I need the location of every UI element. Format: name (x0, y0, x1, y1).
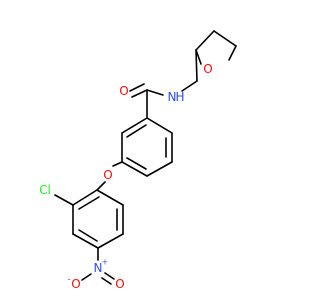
bond (126, 124, 147, 138)
bond (146, 89, 164, 96)
bond (195, 49, 198, 82)
atom-o-nitro-left-charge: - (68, 275, 71, 284)
bond (97, 233, 124, 249)
bond-lines (54, 30, 237, 285)
molecule-structure-diagram: O N H O O Cl N + O - O (39, 30, 237, 291)
atom-o-ring: O (203, 62, 212, 76)
atom-o-nitro-right: O (115, 277, 124, 291)
bond (181, 80, 198, 92)
bond (121, 117, 148, 134)
atom-n-nitro: N (94, 261, 103, 275)
bond (129, 83, 145, 92)
bond (81, 273, 92, 281)
bond (131, 89, 148, 98)
atom-o-ether: O (103, 168, 112, 182)
bond (96, 181, 106, 191)
bond (72, 189, 98, 206)
bond (195, 30, 215, 51)
bond (78, 229, 98, 242)
bond (101, 277, 112, 285)
bond (146, 117, 173, 134)
atom-labels: O N H O O Cl N + O - O (39, 62, 213, 291)
bond (72, 233, 99, 249)
atom-h-amide: H (175, 90, 184, 104)
bond (228, 45, 237, 61)
bond (78, 196, 100, 210)
bond (195, 49, 202, 65)
bond (54, 194, 74, 206)
bond (126, 157, 147, 170)
bond (112, 161, 123, 167)
atom-o-carbonyl: O (119, 84, 128, 98)
bond (104, 272, 115, 280)
bond (121, 161, 148, 177)
atom-o-nitro-left: O (71, 277, 80, 291)
atom-n-amide: N (168, 90, 177, 104)
bond (146, 161, 173, 177)
bond (96, 189, 124, 206)
atom-cl: Cl (39, 183, 51, 197)
bond (213, 30, 237, 47)
atom-n-nitro-charge: + (102, 258, 109, 267)
